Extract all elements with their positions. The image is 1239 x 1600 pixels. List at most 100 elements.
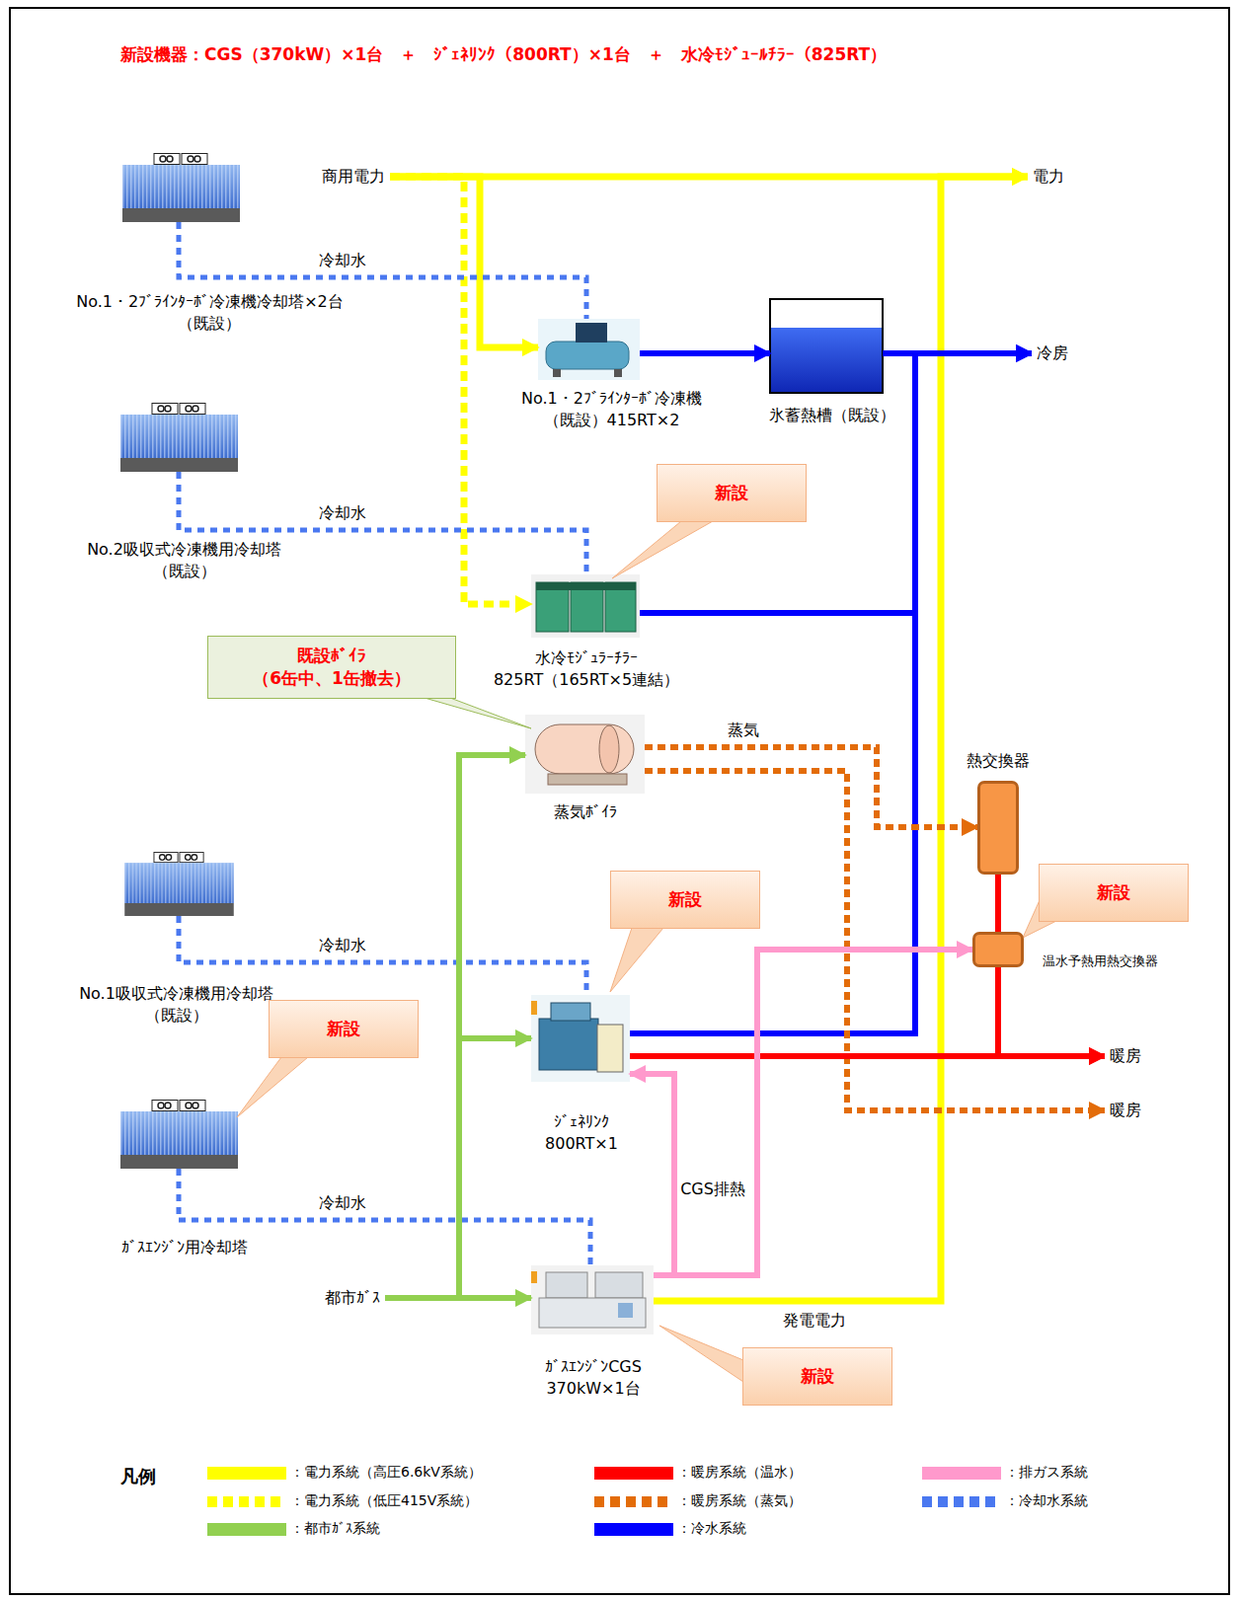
edge-label-holder: 冷却水	[318, 503, 367, 525]
text-line: ：暖房系統（温水）	[677, 1464, 802, 1482]
edge-label-holder: 発電電力	[782, 1311, 847, 1332]
polygon-shape	[424, 697, 532, 729]
edge-label: 冷却水	[318, 503, 367, 525]
legend-row: ：冷却水系統	[922, 1491, 1088, 1512]
legend-heading: 凡例	[120, 1465, 156, 1489]
connector-group	[178, 176, 1105, 1302]
cooling-tower: ｶﾞｽｴﾝｼﾞﾝ用冷却塔	[120, 1099, 238, 1169]
text-line: （既設）	[86, 560, 282, 583]
legend-text: ：暖房系統（温水）	[677, 1464, 802, 1482]
legend-row: ：暖房系統（温水）	[594, 1463, 802, 1483]
title: 新設機器：CGS（370kW）×1台 ＋ ｼﾞｪﾈﾘﾝｸ（800RT）×1台 ＋…	[120, 43, 887, 67]
equipment-label: 電力	[1032, 166, 1065, 188]
equipment-label: ｶﾞｽｴﾝｼﾞﾝCGS 370kW×1台	[544, 1356, 642, 1401]
legend-text: ：冷水系統	[677, 1520, 747, 1539]
edge-label: 蒸気	[727, 720, 760, 742]
legend-row: ：都市ｶﾞｽ系統	[207, 1519, 381, 1540]
text-line: 都市ｶﾞｽ	[324, 1288, 381, 1310]
steam-boiler-icon	[525, 714, 645, 794]
text-line: 発電電力	[782, 1311, 847, 1332]
rect-shape	[531, 1271, 538, 1284]
text-line: 温水予熱用熱交換器	[1042, 952, 1159, 971]
rect-shape	[550, 1003, 591, 1021]
text-line: 冷却水	[318, 503, 367, 525]
text-line: ：都市ｶﾞｽ系統	[290, 1520, 381, 1539]
rect-shape	[531, 1265, 654, 1335]
cooling-tower-icon	[120, 403, 238, 473]
edge-label-holder: 冷却水	[318, 1193, 367, 1215]
genelink-icon	[531, 995, 630, 1083]
ice-tank-icon	[770, 299, 883, 393]
text-line: 熱交換器	[966, 750, 1030, 773]
gas-engine-cgs: ｶﾞｽｴﾝｼﾞﾝCGS 370kW×1台	[531, 1265, 654, 1335]
text-line: 暖房	[1109, 1100, 1142, 1122]
existing-callout: 既設ﾎﾞｲﾗ （6缶中、1缶撤去）	[207, 635, 457, 699]
legend-text: ：電力系統（高圧6.6kV系統）	[290, 1464, 482, 1482]
edge-label-holder: 蒸気	[727, 720, 760, 742]
text-line: （既設）	[76, 312, 344, 335]
rect-shape	[547, 774, 627, 785]
legend-swatch	[207, 1496, 287, 1508]
legend-text: ：排ガス系統	[1005, 1464, 1088, 1482]
rect-shape	[618, 1303, 633, 1318]
polygon-shape	[659, 1325, 744, 1383]
legend-swatch	[594, 1467, 674, 1480]
legend-row: ：排ガス系統	[922, 1463, 1088, 1483]
new-callout: 新設	[1038, 863, 1189, 923]
text-line: 蒸気ﾎﾞｲﾗ	[553, 801, 618, 824]
legend-swatch	[594, 1496, 674, 1508]
callout-text: 新設	[714, 481, 749, 505]
output-label: 電力	[1027, 163, 1070, 191]
new-callout: 新設	[268, 1000, 419, 1059]
pipe-connector	[389, 176, 532, 605]
steam-boiler: 蒸気ﾎﾞｲﾗ	[525, 714, 645, 794]
text-line: No.1・2ﾌﾞﾗｲﾝﾀｰﾎﾞ冷凍機冷却塔×2台	[76, 291, 344, 313]
source-label: 都市ｶﾞｽ	[319, 1285, 386, 1313]
equipment-label: No.1・2ﾌﾞﾗｲﾝﾀｰﾎﾞ冷凍機冷却塔×2台 （既設）	[76, 291, 344, 336]
edge-label-holder: CGS排熱	[680, 1179, 746, 1201]
callout-text: 新設	[1096, 881, 1131, 905]
equipment-label: 暖房	[1109, 1046, 1142, 1068]
legend-swatch	[594, 1523, 674, 1537]
equipment-label: 暖房	[1109, 1100, 1142, 1122]
new-callout: 新設	[610, 870, 761, 930]
edge-label: 冷却水	[318, 1193, 367, 1215]
source-label: 商用電力	[316, 163, 390, 191]
equipment-label: 温水予熱用熱交換器	[1042, 952, 1159, 971]
label-holder: ｶﾞｽｴﾝｼﾞﾝCGS 370kW×1台	[544, 1356, 642, 1401]
label-holder: 氷蓄熱槽（既設）	[769, 404, 896, 427]
edge-label-holder: 冷却水	[318, 250, 367, 272]
rect-shape	[595, 1272, 643, 1299]
edge-label-holder: 冷却水	[318, 935, 367, 957]
new-callout: 新設	[656, 464, 807, 523]
text-line: （6缶中、1缶撤去）	[252, 667, 411, 691]
callout-text: 新設	[668, 888, 702, 912]
rect-shape	[539, 1018, 599, 1071]
cooling-tower-icon	[122, 154, 240, 224]
text-line: ｶﾞｽｴﾝｼﾞﾝCGS	[544, 1356, 642, 1379]
polygon-shape	[610, 928, 664, 993]
label-holder: ｼﾞｪﾈﾘﾝｸ 800RT×1	[544, 1111, 619, 1157]
pipe-connector	[639, 350, 771, 357]
text-line: No.1・2ﾌﾞﾗｲﾝﾀｰﾎﾞ冷凍機	[521, 387, 702, 410]
text-line: 氷蓄熱槽（既設）	[769, 404, 896, 427]
rect-shape	[531, 1001, 538, 1015]
cooling-tower: No.1・2ﾌﾞﾗｲﾝﾀｰﾎﾞ冷凍機冷却塔×2台 （既設）	[122, 153, 240, 223]
label-holder: 温水予熱用熱交換器	[1042, 952, 1159, 971]
legend-swatch	[922, 1467, 1002, 1480]
legend-row: ：電力系統（低圧415V系統）	[207, 1491, 478, 1512]
label-holder: 熱交換器	[966, 750, 1030, 773]
equipment-label: 商用電力	[321, 166, 386, 188]
text-line: 電力	[1032, 166, 1065, 188]
module-chiller: 水冷ﾓｼﾞｭﾗｰﾁﾗｰ 825RT（165RT×5連結）	[531, 574, 640, 638]
label-holder: ｶﾞｽｴﾝｼﾞﾝ用冷却塔	[121, 1237, 248, 1259]
edge-label: 発電電力	[782, 1311, 847, 1332]
equipment-label: 水冷ﾓｼﾞｭﾗｰﾁﾗｰ 825RT（165RT×5連結）	[493, 647, 680, 693]
legend-row: ：冷水系統	[594, 1519, 747, 1540]
text-line: 冷却水	[318, 1193, 367, 1215]
pipe-connector	[995, 874, 1002, 932]
text-line: 新設	[1096, 881, 1131, 905]
polygon-shape	[612, 521, 713, 579]
pipe-connector	[653, 176, 1028, 1302]
rect-shape	[614, 369, 622, 378]
